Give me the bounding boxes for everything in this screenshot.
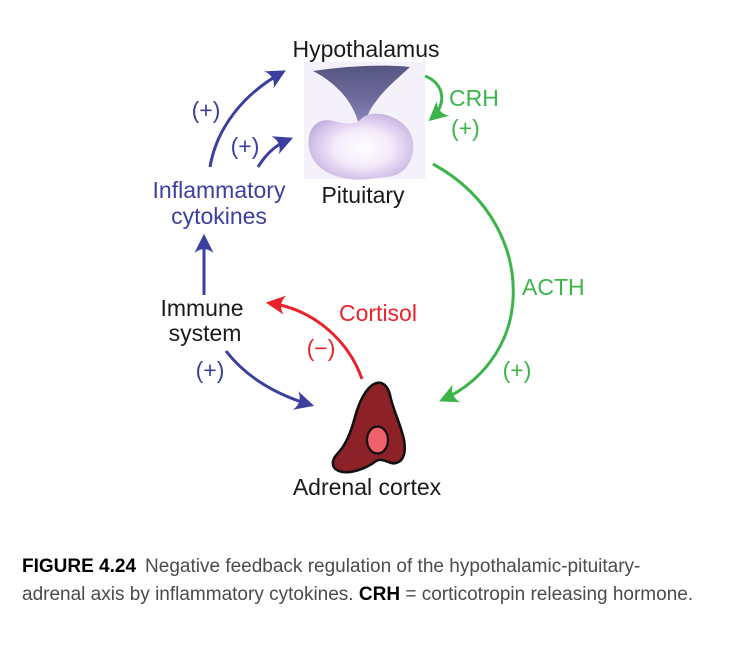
immune-system-label-line2: system [169, 320, 242, 346]
figure-number: FIGURE 4.24 [22, 556, 137, 577]
caption-abbreviation: CRH [358, 583, 401, 605]
hypothalamus-funnel-shape [313, 65, 410, 122]
pituitary-label: Pituitary [321, 182, 405, 208]
adrenal-cortex-label: Adrenal cortex [293, 474, 442, 500]
caption-abbreviation-definition: = corticotropin releasing hormone. [400, 583, 694, 605]
caption-text: Negative feedback regulation of the hypo… [22, 556, 641, 605]
inflammatory-cytokines-label-line1: Inflammatory [153, 177, 286, 203]
crh-plus-sign: (+) [451, 115, 480, 141]
arrow-cytokines-to-pituitary [256, 136, 293, 168]
immune-adrenal-plus-sign: (+) [196, 357, 225, 383]
cortisol-label: Cortisol [339, 300, 417, 326]
crh-label: CRH [449, 85, 499, 111]
adrenal-cell-nucleus [365, 425, 390, 455]
cortisol-minus-sign: (−) [307, 335, 336, 361]
arrow-cortisol-adrenal-to-immune [265, 295, 364, 380]
arrow-immune-to-adrenal [224, 350, 315, 410]
adrenal-cell-shape [331, 381, 407, 474]
acth-plus-sign: (+) [503, 357, 532, 383]
hypothalamus-label: Hypothalamus [292, 36, 439, 62]
cytokines-pituitary-plus-sign: (+) [231, 133, 260, 159]
adrenal-cortex-illustration [331, 381, 407, 474]
hpa-axis-diagram: Hypothalamus Pituitary Inflammatory cyto… [153, 36, 585, 500]
immune-system-label-line1: Immune [160, 295, 243, 321]
hypothalamus-pituitary-illustration [304, 62, 425, 180]
arrow-acth-pituitary-to-adrenal [432, 162, 515, 403]
acth-label: ACTH [522, 274, 585, 300]
arrow-cytokines-to-hypothalamus [208, 70, 286, 168]
cytokines-hypothalamus-plus-sign: (+) [192, 97, 221, 123]
pituitary-bulb-shape [308, 113, 414, 180]
inflammatory-cytokines-label-line2: cytokines [171, 203, 267, 229]
arrow-crh-hypothalamus-to-pituitary [424, 74, 450, 122]
